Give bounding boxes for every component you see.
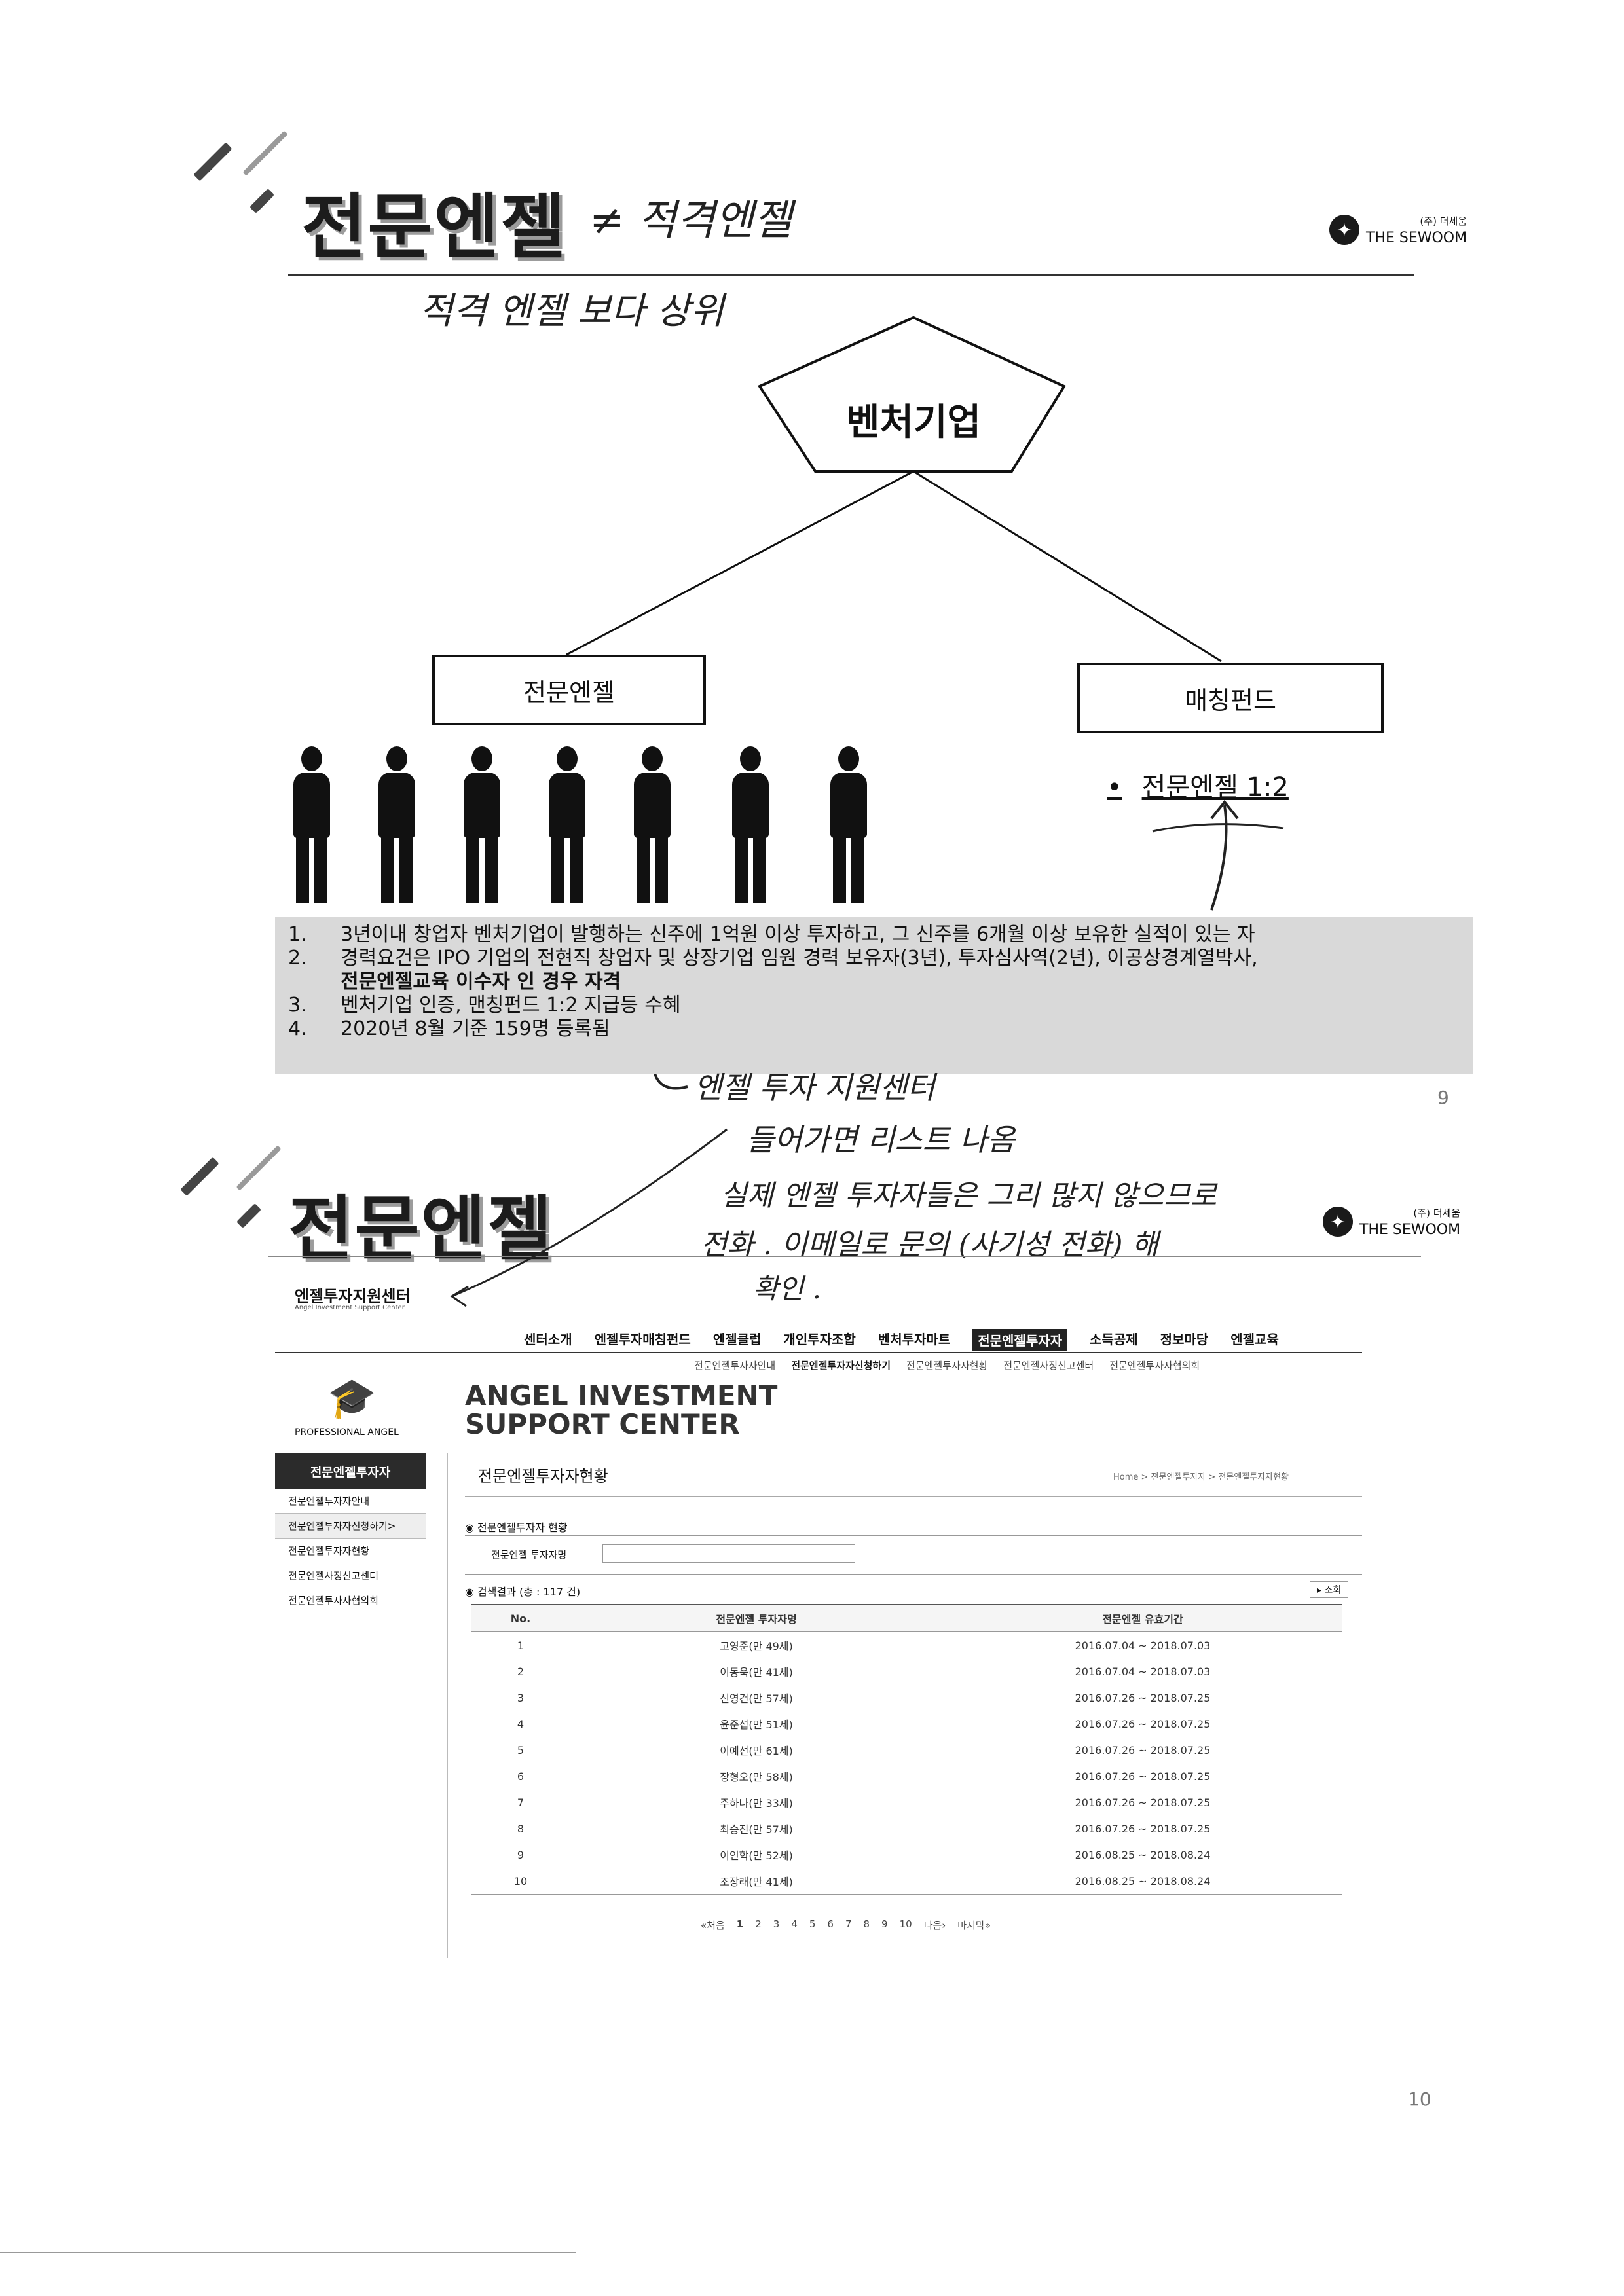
investor-name-input[interactable] bbox=[602, 1544, 855, 1563]
page-number: 10 bbox=[1408, 2088, 1431, 2110]
search-button[interactable]: ▸ 조회 bbox=[1310, 1581, 1348, 1598]
nav-item[interactable]: 센터소개 bbox=[524, 1329, 572, 1351]
site-banner: ANGEL INVESTMENT SUPPORT CENTER bbox=[465, 1381, 777, 1439]
nav-item-active[interactable]: 전문엔젤투자자 bbox=[972, 1329, 1067, 1351]
site-brand[interactable]: 엔젤투자지원센터 bbox=[295, 1283, 411, 1306]
graduation-cap-icon: 🎓 bbox=[327, 1375, 377, 1421]
pagination-page[interactable]: 8 bbox=[864, 1918, 870, 1932]
pagination-page[interactable]: 7 bbox=[845, 1918, 852, 1932]
nav-item[interactable]: 엔젤교육 bbox=[1230, 1329, 1279, 1351]
sidebar-item[interactable]: 전문엔젤사징신고센터 bbox=[275, 1563, 426, 1588]
pagination: «처음 1 2 3 4 5 6 7 8 9 10 다음› 마지막» bbox=[701, 1918, 991, 1932]
subnav-item[interactable]: 전문엔젤투자자신청하기 bbox=[791, 1358, 891, 1372]
pagination-page[interactable]: 3 bbox=[773, 1918, 780, 1932]
nav-item[interactable]: 엔젤투자매칭펀드 bbox=[595, 1329, 691, 1351]
nav-item[interactable]: 벤처투자마트 bbox=[878, 1329, 950, 1351]
table-row: 4윤준섭(만 51세)2016.07.26 ~ 2018.07.25 bbox=[471, 1711, 1342, 1737]
pagination-page[interactable]: 5 bbox=[809, 1918, 816, 1932]
pagination-page[interactable]: 9 bbox=[881, 1918, 888, 1932]
nav-item[interactable]: 엔젤클럽 bbox=[713, 1329, 762, 1351]
sidebar-head[interactable]: 전문엔젤투자자 bbox=[275, 1453, 426, 1489]
pagination-first[interactable]: «처음 bbox=[701, 1918, 725, 1932]
subnav-item[interactable]: 전문엔젤투자자현황 bbox=[906, 1358, 987, 1372]
pagination-page[interactable]: 2 bbox=[755, 1918, 762, 1932]
subnav-item[interactable]: 전문엔젤투자자협의회 bbox=[1109, 1358, 1200, 1372]
section-title: ◉ 전문엔젤투자자 현황 bbox=[465, 1519, 568, 1535]
subnav-item[interactable]: 전문엔젤사징신고센터 bbox=[1003, 1358, 1094, 1372]
site-brand-en: Angel Investment Support Center bbox=[295, 1304, 405, 1311]
search-label: 전문엔젤 투자자명 bbox=[491, 1548, 566, 1561]
sidebar-item[interactable]: 전문엔젤투자자현황 bbox=[275, 1539, 426, 1563]
pagination-page[interactable]: 10 bbox=[900, 1918, 912, 1932]
bullet-dot-icon: ◉ bbox=[465, 1586, 477, 1598]
site-main-nav: 센터소개 엔젤투자매칭펀드 엔젤클럽 개인투자조합 벤처투자마트 전문엔젤투자자… bbox=[524, 1329, 1279, 1351]
bullet-dot-icon: ◉ bbox=[465, 1522, 477, 1534]
site-sub-nav: 전문엔젤투자자안내 전문엔젤투자자신청하기 전문엔젤투자자현황 전문엔젤사징신고… bbox=[694, 1358, 1200, 1372]
table-row: 1고영준(만 49세)2016.07.04 ~ 2018.07.03 bbox=[471, 1632, 1342, 1658]
table-header: 전문엔젤 투자자명 bbox=[570, 1611, 943, 1626]
pagination-next[interactable]: 다음› bbox=[924, 1918, 946, 1932]
nav-item[interactable]: 소득공제 bbox=[1090, 1329, 1138, 1351]
sidebar-item[interactable]: 전문엔젤투자자협의회 bbox=[275, 1588, 426, 1613]
heading-divider bbox=[465, 1496, 1362, 1497]
sidebar-item[interactable]: 전문엔젤투자자안내 bbox=[275, 1489, 426, 1514]
table-header-row: No. 전문엔젤 투자자명 전문엔젤 유효기간 bbox=[471, 1604, 1342, 1632]
banner-line: SUPPORT CENTER bbox=[465, 1410, 777, 1439]
table-header: No. bbox=[471, 1613, 570, 1625]
sidebar-divider bbox=[447, 1453, 448, 1958]
pagination-last[interactable]: 마지막» bbox=[957, 1918, 991, 1932]
page-heading: 전문엔젤투자자현황 bbox=[478, 1463, 608, 1486]
play-icon: ▸ bbox=[1317, 1585, 1324, 1595]
search-form: 전문엔젤 투자자명 bbox=[465, 1535, 1362, 1575]
sidebar-item[interactable]: 전문엔젤투자자신청하기> bbox=[275, 1514, 426, 1539]
site-sidebar: 전문엔젤투자자 전문엔젤투자자안내 전문엔젤투자자신청하기> 전문엔젤투자자현황… bbox=[275, 1453, 426, 1613]
nav-divider bbox=[275, 1352, 1362, 1353]
pagination-page[interactable]: 1 bbox=[737, 1918, 743, 1932]
breadcrumb[interactable]: Home > 전문엔젤투자자 > 전문엔젤투자자현황 bbox=[1113, 1470, 1289, 1482]
nav-item[interactable]: 정보마당 bbox=[1160, 1329, 1209, 1351]
angel-center-website: 엔젤투자지원센터 Angel Investment Support Center… bbox=[275, 1270, 1362, 1958]
pagination-page[interactable]: 6 bbox=[827, 1918, 834, 1932]
professional-angel-label: PROFESSIONAL ANGEL bbox=[295, 1427, 399, 1438]
nav-item[interactable]: 개인투자조합 bbox=[783, 1329, 855, 1351]
pagination-page[interactable]: 4 bbox=[791, 1918, 798, 1932]
scan-edge-line bbox=[0, 2252, 576, 2253]
handwritten-arrow-overlay bbox=[0, 0, 1624, 1375]
result-count: ◉ 검색결과 (총 : 117 건) bbox=[465, 1583, 580, 1599]
banner-line: ANGEL INVESTMENT bbox=[465, 1381, 777, 1410]
table-header: 전문엔젤 유효기간 bbox=[943, 1611, 1342, 1626]
subnav-item[interactable]: 전문엔젤투자자안내 bbox=[694, 1358, 775, 1372]
